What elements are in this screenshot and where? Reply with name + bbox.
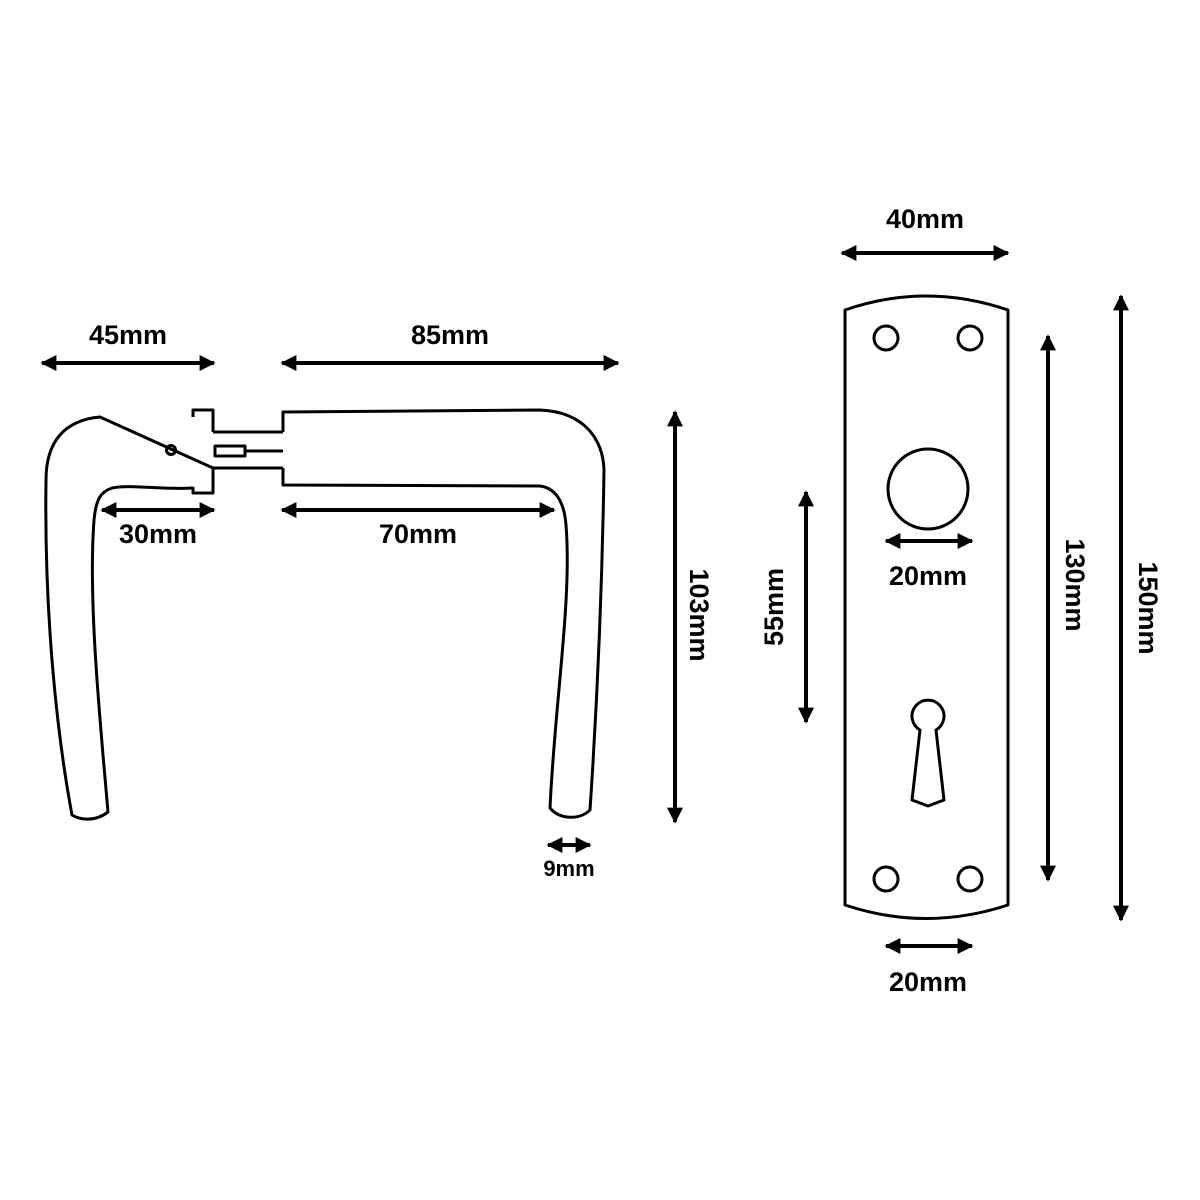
label-hole-spacing: 130mm <box>1060 538 1090 631</box>
label-height: 103mm <box>684 568 714 661</box>
label-width: 40mm <box>886 204 964 234</box>
label-spindle-hole: 20mm <box>889 561 967 591</box>
label-outer-back: 45mm <box>89 320 167 350</box>
label-height: 150mm <box>1133 561 1163 654</box>
spindle-hole <box>886 447 970 531</box>
spindle-pin <box>213 444 247 458</box>
handle-lever-part <box>281 408 606 819</box>
label-inner-lever: 70mm <box>379 519 457 549</box>
screw-hole-bottom-right <box>956 865 984 893</box>
label-inner-back: 30mm <box>119 519 197 549</box>
screw-hole-top-left <box>872 324 900 352</box>
screw-hole-top-right <box>956 324 984 352</box>
handle-back-part <box>44 408 215 821</box>
screw-hole-bottom-left <box>872 865 900 893</box>
handle-shaft <box>213 430 283 470</box>
label-bottom-width: 20mm <box>889 967 967 997</box>
lever-handle <box>44 408 606 821</box>
backplate-outline <box>843 294 1010 920</box>
label-outer-lever: 85mm <box>411 320 489 350</box>
label-thickness: 9mm <box>543 856 594 881</box>
handle-dimensions: 45mm 85mm 30mm 70mm 103mm 9mm <box>40 320 714 881</box>
keyhole <box>910 698 946 808</box>
backplate <box>843 294 1010 920</box>
label-centres: 55mm <box>759 568 789 646</box>
backplate-dimensions: 40mm 20mm 55mm 130mm 150mm 20mm <box>759 204 1163 997</box>
grub-screw-hole <box>165 444 177 456</box>
